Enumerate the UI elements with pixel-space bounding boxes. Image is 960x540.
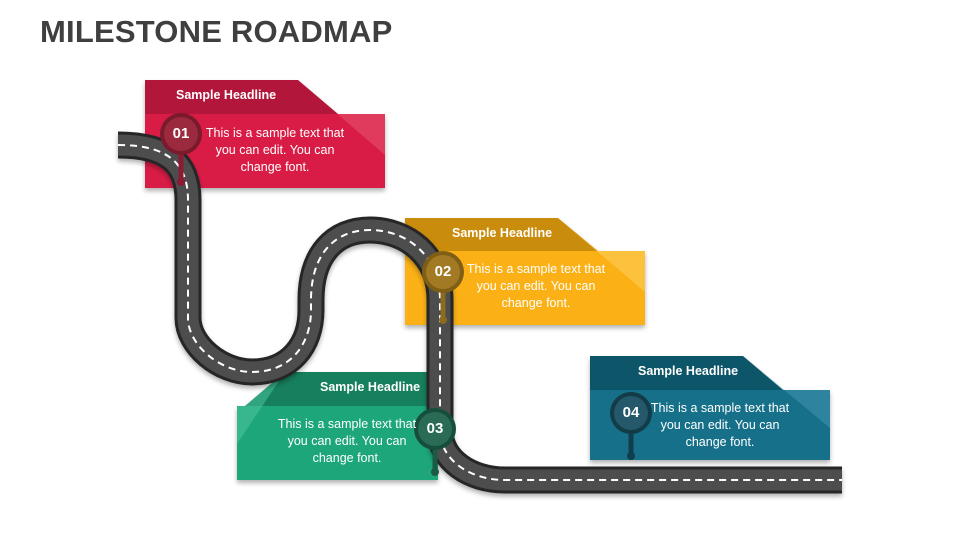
- milestone-3-number: 03: [426, 420, 444, 437]
- milestone-1-number: 01: [172, 125, 190, 142]
- milestone-1-headline: Sample Headline: [176, 88, 277, 102]
- milestone-4-pin: [610, 392, 652, 460]
- milestone-4-headline: Sample Headline: [638, 364, 739, 378]
- milestone-4-number: 04: [622, 404, 640, 421]
- page-title: MILESTONE ROADMAP: [40, 14, 393, 49]
- milestone-3-headline: Sample Headline: [320, 380, 421, 394]
- milestone-2-headline: Sample Headline: [452, 226, 553, 240]
- milestone-2-text: This is a sample text that you can edit.…: [466, 262, 606, 310]
- milestone-2-pin: [422, 251, 464, 324]
- milestone-2-number: 02: [434, 263, 452, 280]
- milestone-3-text: This is a sample text that you can edit.…: [277, 417, 417, 465]
- milestone-3-pin: [414, 408, 456, 476]
- milestone-1-pin: [160, 113, 202, 186]
- milestone-3-card: [237, 372, 438, 480]
- milestone-4-text: This is a sample text that you can edit.…: [650, 401, 790, 449]
- milestone-1-text: This is a sample text that you can edit.…: [205, 126, 345, 174]
